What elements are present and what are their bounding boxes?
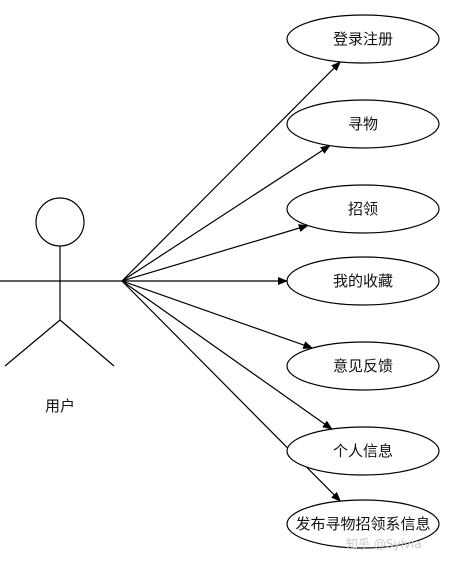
use-case-ellipse (286, 341, 440, 391)
actor-head (35, 197, 85, 247)
actor-left-leg (4, 319, 61, 367)
use-case-personal-info: 个人信息 (286, 426, 440, 476)
watermark: 知乎 @Sylvia (346, 537, 422, 551)
use-case-label: 登录注册 (333, 30, 393, 48)
use-case-feedback: 意见反馈 (286, 341, 440, 391)
association-arrow-6 (121, 280, 342, 502)
use-case-ellipse (286, 426, 440, 476)
actor-right-leg (59, 319, 115, 367)
use-case-label: 发布寻物招领系信息 (295, 515, 430, 533)
use-case-login-register: 登录注册 (286, 14, 440, 64)
use-case-publish-info: 发布寻物招领系信息 (286, 499, 440, 549)
association-arrow-4 (121, 280, 314, 349)
association-arrow-5 (121, 280, 333, 430)
use-case-search-item: 寻物 (286, 99, 440, 149)
use-cases: 登录注册 寻物 招领 我的收藏 意见反馈 个人信息 发布寻物招领系信息 (286, 14, 440, 549)
use-case-label: 招领 (348, 200, 378, 218)
association-arrow-1 (121, 145, 331, 282)
use-case-ellipse (286, 184, 440, 234)
use-case-my-favorites: 我的收藏 (286, 256, 440, 306)
actor-user: 用户 (0, 197, 122, 415)
use-case-ellipse (286, 14, 440, 64)
use-case-ellipse (286, 499, 440, 549)
use-case-label: 个人信息 (333, 442, 393, 460)
use-case-claim: 招领 (286, 184, 440, 234)
use-case-label: 寻物 (348, 115, 378, 133)
association-arrow-0 (121, 61, 341, 282)
use-case-label: 我的收藏 (333, 272, 393, 290)
use-case-label: 意见反馈 (333, 357, 393, 375)
association-arrow-2 (121, 224, 309, 282)
use-case-ellipse (286, 99, 440, 149)
use-case-ellipse (286, 256, 440, 306)
actor-label: 用户 (45, 397, 75, 415)
